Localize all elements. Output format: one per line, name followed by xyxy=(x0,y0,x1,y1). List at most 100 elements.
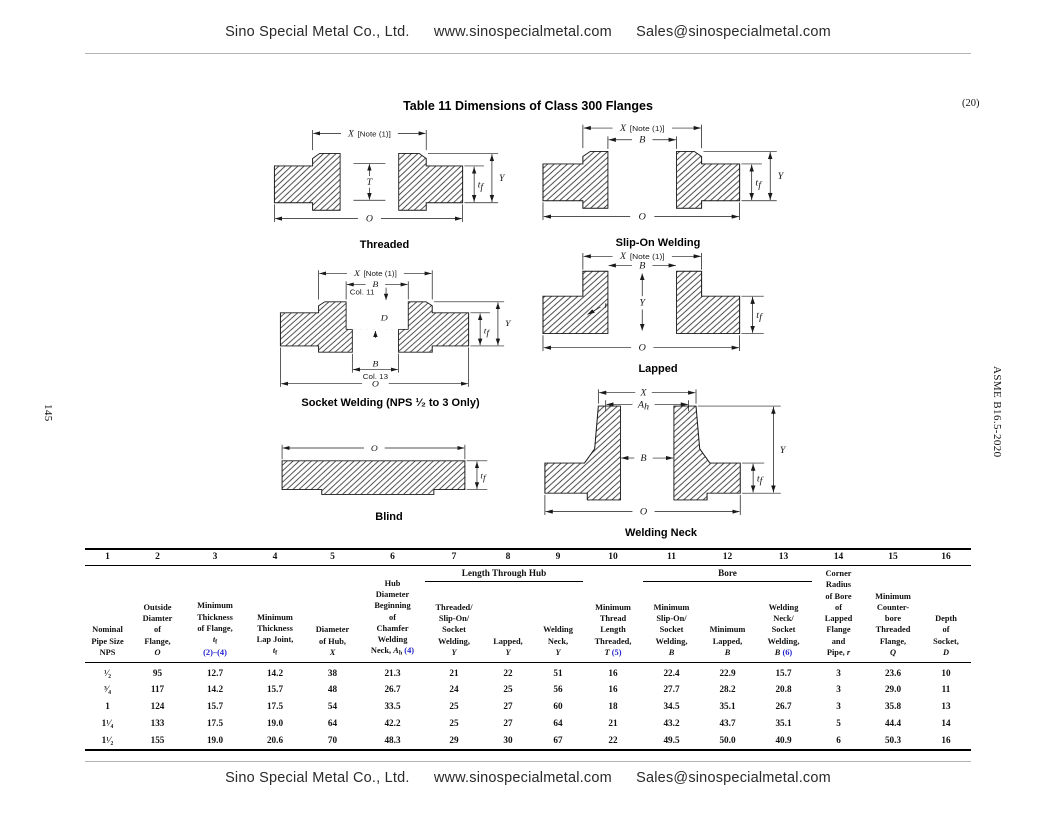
dim-label-x: X[Note (1)] xyxy=(619,123,665,133)
table-cell: 64 xyxy=(327,717,338,728)
note-ref: [Note (1)] xyxy=(358,130,391,139)
dim-label-x: X[Note (1)] xyxy=(619,252,665,262)
flange-dimensions-table: 1 2 3 4 5 6 7 8 9 10 11 12 13 14 15 16 N… xyxy=(85,548,971,752)
company-website: www.sinospecialmetal.com xyxy=(433,770,612,786)
table-cell: 27 xyxy=(503,701,513,712)
table-cell: 3 xyxy=(836,684,841,695)
table-cell: ¹⁄₂ xyxy=(85,661,130,681)
column-number: 7 xyxy=(425,548,483,566)
table-cell: 43.7 xyxy=(719,717,736,728)
table-cell: 43.2 xyxy=(663,717,680,728)
revision-tag: (20) xyxy=(962,98,980,109)
table-cell: 40.9 xyxy=(755,731,812,752)
table-cell: 33.5 xyxy=(384,701,401,712)
dim-label-y: Y xyxy=(780,445,787,455)
column-number: 6 xyxy=(360,548,425,566)
column-number: 5 xyxy=(305,548,360,566)
table-cell: 21 xyxy=(608,717,618,728)
column-number: 12 xyxy=(700,548,755,566)
table-cell: 22.9 xyxy=(700,661,755,681)
sales-email: Sales@sinospecialmetal.com xyxy=(636,770,831,786)
dim-label-y: Y xyxy=(639,298,646,308)
company-website: www.sinospecialmetal.com xyxy=(433,24,612,40)
page-header: Sino Special Metal Co., Ltd. www.sinospe… xyxy=(13,24,1043,40)
table-cell: 26.7 xyxy=(384,684,401,695)
table-cell: 25 xyxy=(449,701,459,712)
table-cell: 14.2 xyxy=(206,684,224,695)
dim-label-y: Y xyxy=(499,174,506,184)
dim-label-r: r xyxy=(604,300,608,310)
diagram-welding-neck: X Ah B O Y tf Welding Neck xyxy=(532,386,790,539)
dim-label-x: X[Note (1)] xyxy=(347,130,391,140)
note-ref: [Note (1)] xyxy=(364,270,397,278)
table-cell: 18 xyxy=(608,701,618,712)
spec-reference-vertical: ASME B16.5-2020 xyxy=(991,366,1003,458)
table-cell: 21 xyxy=(425,661,483,681)
column-number: 15 xyxy=(865,548,921,566)
table-cell: 34.5 xyxy=(663,701,680,712)
dim-label-tf: tf xyxy=(480,471,487,483)
dim-label-b: B xyxy=(639,261,645,271)
caption-slip-on: Slip-On Welding xyxy=(615,237,701,249)
dim-label-x: X xyxy=(639,388,647,398)
table-cell: 23.6 xyxy=(865,661,921,681)
table-cell: 15.7 xyxy=(755,661,812,681)
table-cell: 49.5 xyxy=(643,731,700,752)
dim-label-b-col11: B xyxy=(372,280,378,289)
threaded-drawing: X[Note (1)] T O tf Y xyxy=(273,130,506,224)
group-header-bore: Bore xyxy=(643,565,812,582)
table-cell: 15.7 xyxy=(206,701,224,712)
page-footer: Sino Special Metal Co., Ltd. www.sinospe… xyxy=(13,770,1043,786)
column-number: 8 xyxy=(483,548,533,566)
sales-email: Sales@sinospecialmetal.com xyxy=(636,24,831,40)
table-cell: 35.8 xyxy=(884,701,902,712)
socket-welding-drawing: X[Note (1)] B Col. 11 D B Col. 13 O xyxy=(279,269,511,388)
table-cell: 124 xyxy=(150,701,165,712)
column-number: 14 xyxy=(812,548,865,566)
table-cell: 95 xyxy=(130,661,185,681)
table-cell: 14.2 xyxy=(245,661,305,681)
slip-on-drawing: X[Note (1)] B O tf Y xyxy=(542,123,785,222)
table-cell: 56 xyxy=(553,684,563,695)
dim-label-x: X[Note (1)] xyxy=(353,269,397,278)
table-cell: 26.7 xyxy=(775,701,792,712)
dim-label-t: T xyxy=(367,178,373,188)
dim-label-ah: Ah xyxy=(637,400,649,413)
column-number: 9 xyxy=(533,548,583,566)
table-cell: 29.0 xyxy=(884,684,902,695)
dim-label-o: O xyxy=(639,212,646,222)
dim-label-tf: tf xyxy=(756,310,763,322)
table-cell: 22.4 xyxy=(643,661,700,681)
group-header-length-through-hub: Length Through Hub xyxy=(425,565,583,582)
table-cell: 20.6 xyxy=(245,731,305,752)
diagram-threaded: X[Note (1)] T O tf Y Threaded xyxy=(262,120,507,251)
dim-label-tf: tf xyxy=(755,178,762,191)
column-number: 1 xyxy=(85,548,130,566)
table-cell: 27.7 xyxy=(663,684,680,695)
column-number: 16 xyxy=(921,548,971,566)
table-cell: 70 xyxy=(305,731,360,752)
table-cell: 15.7 xyxy=(266,684,284,695)
footer-rule xyxy=(85,761,971,762)
table-cell: 25 xyxy=(449,717,459,728)
table-cell: 54 xyxy=(327,701,338,712)
table-cell: 30 xyxy=(483,731,533,752)
caption-lapped: Lapped xyxy=(638,363,678,375)
column-number: 11 xyxy=(643,548,700,566)
lapped-drawing: X[Note (1)] B Y r O tf xyxy=(542,252,764,353)
diagram-slip-on: X[Note (1)] B O tf Y Slip-On Welding xyxy=(530,118,786,249)
